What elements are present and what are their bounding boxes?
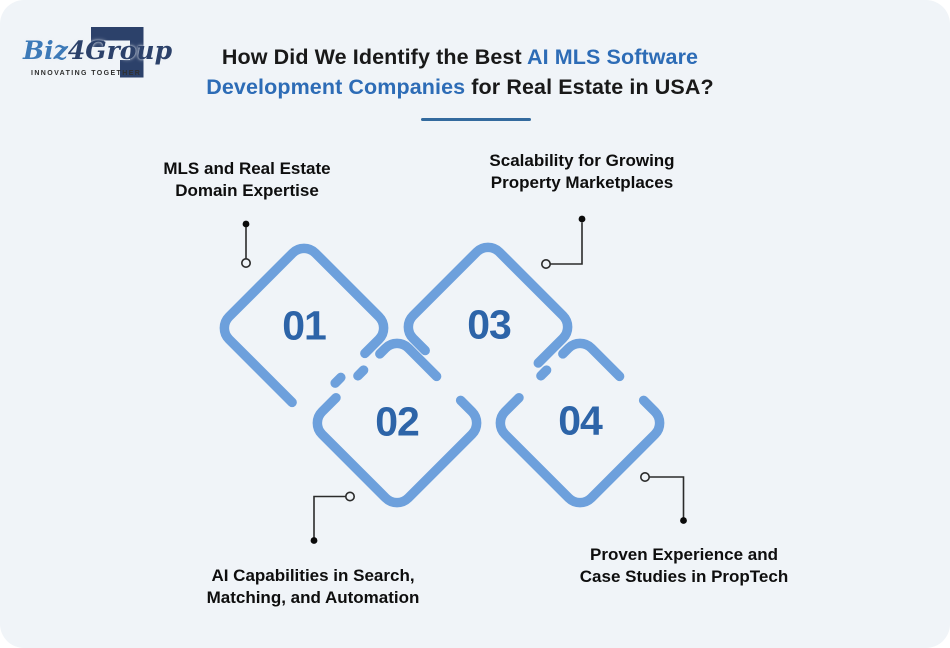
logo-brand-text: Biz4Group (23, 36, 172, 65)
connector-step-03 (540, 215, 586, 269)
connector-dot-filled (680, 517, 687, 524)
diamond-number-03: 03 (467, 301, 512, 348)
connector-dot-filled (242, 220, 250, 228)
step-label-line: Property Marketplaces (490, 172, 674, 192)
step-label-02: AI Capabilities in Search, Matching, and… (207, 565, 420, 608)
title-text-dark: How Did We Identify the Best (221, 45, 527, 69)
title-text-accent: Development Companies (206, 75, 466, 99)
diamond-03 (403, 242, 573, 412)
title-underline (421, 118, 531, 121)
connector-step-01 (241, 220, 252, 268)
step-label-03: Scalability for Growing Property Marketp… (489, 150, 674, 193)
logo-tagline: INNOVATING TOGETHER (31, 70, 142, 77)
step-label-line: Proven Experience and (589, 545, 779, 564)
page-title-line-2: Development Companies for Real Estate in… (150, 72, 770, 102)
connector-dot-hollow (540, 258, 551, 269)
connector-dot-hollow (344, 491, 355, 502)
diamond-number-04: 04 (558, 397, 603, 444)
connector-step-02 (310, 491, 355, 544)
diamond-04 (495, 338, 665, 508)
logo-mark-icon (91, 27, 144, 78)
page-title-line-1: How Did We Identify the Best AI MLS Soft… (150, 42, 770, 72)
title-text-accent: AI MLS Software (526, 45, 699, 69)
step-label-line: Scalability for Growing (489, 151, 675, 170)
diamond-02 (312, 338, 482, 508)
title-text-dark: for Real Estate in USA? (465, 75, 714, 99)
connector-step-04 (639, 471, 687, 524)
step-label-line: MLS and Real Estate (163, 159, 331, 178)
logo-brand-suffix: Group (85, 36, 173, 65)
connector-dot-filled (310, 537, 318, 544)
connector-dot-hollow (241, 257, 252, 268)
step-label-04: Proven Experience and Case Studies in Pr… (580, 544, 788, 587)
step-label-line: Matching, and Automation (206, 587, 420, 607)
page-title: How Did We Identify the Best AI MLS Soft… (150, 42, 770, 102)
diamond-number-01: 01 (282, 302, 327, 349)
step-label-line: Domain Expertise (175, 180, 319, 200)
diamond-01 (219, 243, 389, 413)
step-label-line: AI Capabilities in Search, (211, 566, 415, 585)
step-label-line: Case Studies in PropTech (579, 566, 789, 586)
connector-dot-hollow (639, 471, 650, 482)
step-label-01: MLS and Real Estate Domain Expertise (163, 158, 330, 201)
logo-brand-digit: 4 (67, 36, 86, 65)
logo-brand-prefix: Biz (23, 36, 68, 65)
connector-dot-filled (578, 215, 586, 223)
diamond-number-02: 02 (375, 398, 420, 445)
